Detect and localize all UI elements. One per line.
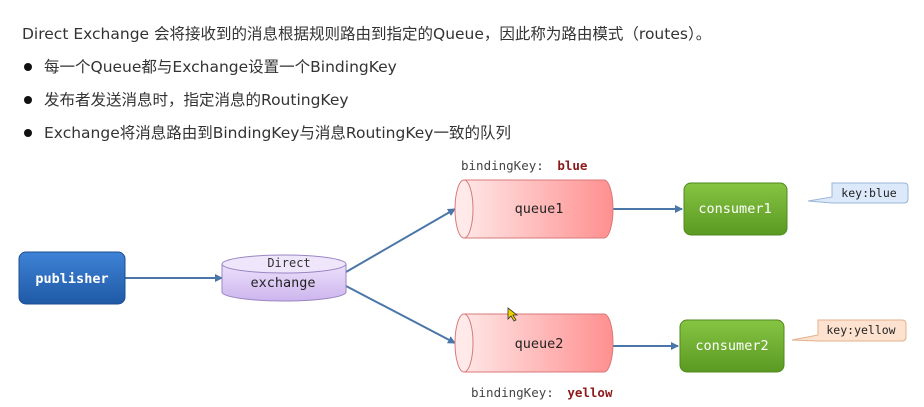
bullet-icon <box>24 96 32 104</box>
exchange-label: exchange <box>250 275 315 291</box>
queue1-node: queue1 <box>454 179 614 239</box>
callout-key-yellow: key:yellow <box>791 319 907 342</box>
rule-text: 发布者发送消息时，指定消息的RoutingKey <box>44 91 349 109</box>
publisher-label: publisher <box>35 271 108 287</box>
callout-key-blue-text: key:blue <box>841 186 896 200</box>
binding-key-value: blue <box>557 158 588 173</box>
consumer1-node: consumer1 <box>683 182 788 236</box>
binding-key-queue2: bindingKey: yellow <box>471 385 613 400</box>
rule-list: 每一个Queue都与Exchange设置一个BindingKey 发布者发送消息… <box>22 56 511 155</box>
callout-key-blue: key:blue <box>807 182 909 204</box>
queue2-node: queue2 <box>454 313 614 373</box>
queue2-label: queue2 <box>515 336 564 352</box>
arrow-exchange-to-queue1 <box>345 208 456 273</box>
arrow-exchange-to-queue2 <box>345 285 456 344</box>
exchange-type-label: Direct <box>267 256 310 270</box>
rule-text: Exchange将消息路由到BindingKey与消息RoutingKey一致的… <box>44 124 511 142</box>
rule-item: 发布者发送消息时，指定消息的RoutingKey <box>22 89 511 122</box>
mouse-cursor-icon <box>507 307 519 322</box>
callout-key-yellow-text: key:yellow <box>826 323 895 337</box>
binding-key-prefix: bindingKey: <box>461 158 544 173</box>
publisher-node: publisher <box>18 251 126 305</box>
rule-item: 每一个Queue都与Exchange设置一个BindingKey <box>22 56 511 89</box>
bullet-icon <box>24 63 32 71</box>
bullet-icon <box>24 129 32 137</box>
intro-text: Direct Exchange 会将接收到的消息根据规则路由到指定的Queue，… <box>22 25 712 43</box>
consumer2-node: consumer2 <box>679 319 785 373</box>
consumer2-label: consumer2 <box>695 338 768 354</box>
binding-key-queue1: bindingKey: blue <box>461 158 588 173</box>
exchange-node: Direct exchange <box>221 254 347 302</box>
binding-key-prefix: bindingKey: <box>471 385 554 400</box>
rule-item: Exchange将消息路由到BindingKey与消息RoutingKey一致的… <box>22 122 511 155</box>
queue1-label: queue1 <box>515 201 564 217</box>
rule-text: 每一个Queue都与Exchange设置一个BindingKey <box>44 58 397 76</box>
consumer1-label: consumer1 <box>698 201 771 217</box>
binding-key-value: yellow <box>567 385 613 400</box>
